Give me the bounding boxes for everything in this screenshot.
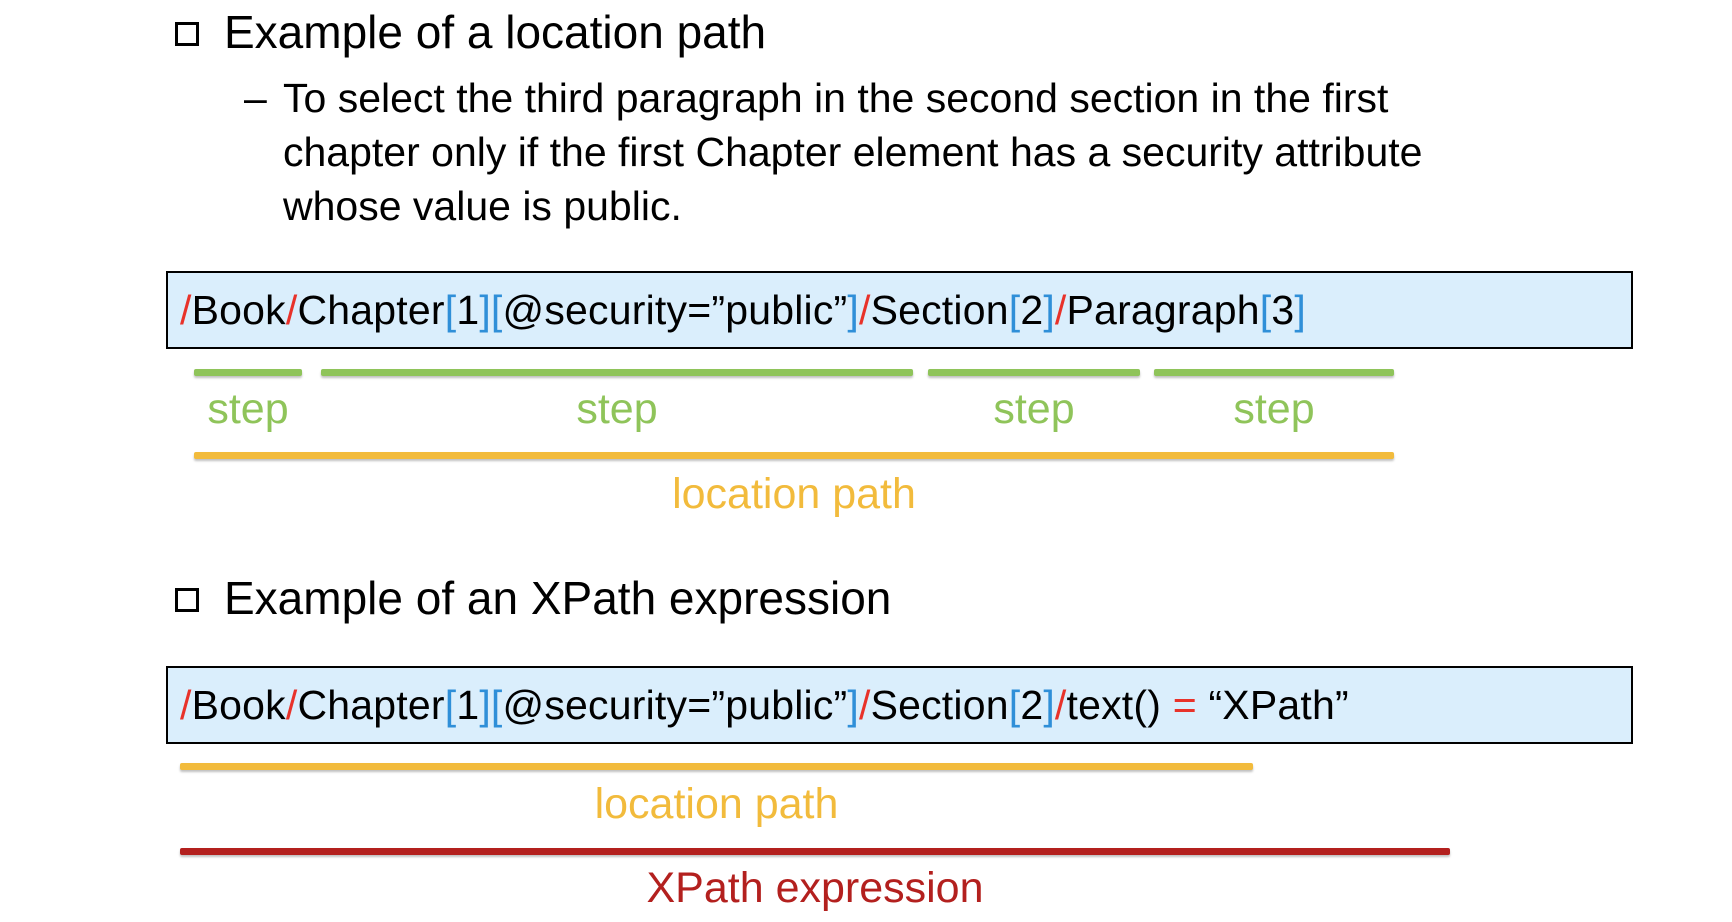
code-segment-name: Paragraph (1066, 287, 1260, 333)
xpath-expression-code-box: /Book/Chapter[1][@security=”public”]/Sec… (166, 666, 1633, 744)
description-line: chapter only if the first Chapter elemen… (283, 129, 1423, 175)
step-label: step (207, 385, 289, 433)
code-segment-name: “XPath” (1196, 682, 1349, 728)
description-dash: – (244, 75, 267, 121)
checkbox-bullet-icon (175, 588, 199, 612)
code-segment-name: Book (191, 287, 286, 333)
code-segment-slash: / (858, 682, 871, 728)
section2-heading: Example of an XPath expression (224, 572, 892, 624)
code-segment-name: Book (191, 682, 286, 728)
code-segment-slash: / (858, 287, 871, 333)
code-segment-name: 1 (456, 682, 480, 728)
location-path-code: /Book/Chapter[1][@security=”public”]/Sec… (180, 286, 1306, 334)
code-segment-bracket: [ (490, 287, 503, 333)
code-segment-name: Chapter (297, 682, 445, 728)
step-label: step (1233, 385, 1315, 433)
code-segment-bracket: [ (1008, 682, 1021, 728)
code-segment-name: Section (870, 682, 1009, 728)
code-segment-slash: / (180, 287, 192, 333)
code-segment-slash: / (285, 682, 298, 728)
code-segment-slash: / (180, 682, 192, 728)
code-segment-name: @security=”public” (502, 287, 848, 333)
code-segment-bracket: [ (1259, 287, 1272, 333)
code-segment-name: @security=”public” (502, 682, 848, 728)
code-segment-bracket: ] (1043, 682, 1055, 728)
code-segment-bracket: [ (1008, 287, 1021, 333)
code-segment-name: 2 (1020, 287, 1044, 333)
location-path-code-box: /Book/Chapter[1][@security=”public”]/Sec… (166, 271, 1633, 349)
description-line: To select the third paragraph in the sec… (283, 75, 1389, 121)
checkbox-bullet-icon (175, 22, 199, 46)
code-segment-name: 2 (1020, 682, 1044, 728)
code-segment-name: Section (870, 287, 1009, 333)
code-segment-bracket: ] (1043, 287, 1055, 333)
code-segment-bracket: ] (479, 682, 491, 728)
code-segment-name: 3 (1271, 287, 1295, 333)
description-line: whose value is public. (283, 183, 682, 229)
code-segment-slash: / (285, 287, 298, 333)
step-bar (928, 369, 1140, 376)
code-segment-bracket: [ (444, 682, 457, 728)
code-segment-bracket: ] (1294, 287, 1306, 333)
step-label: step (993, 385, 1075, 433)
step-bar (1154, 369, 1394, 376)
location-path-bar (180, 763, 1253, 770)
xpath-expression-label: XPath expression (646, 864, 984, 912)
step-bar (194, 369, 302, 376)
code-segment-bracket: [ (444, 287, 457, 333)
code-segment-name: 1 (456, 287, 480, 333)
code-segment-bracket: [ (490, 682, 503, 728)
code-segment-name: Chapter (297, 287, 445, 333)
location-path-label: location path (672, 470, 916, 518)
code-segment-slash: / (1054, 682, 1067, 728)
code-segment-bracket: ] (847, 287, 859, 333)
location-path-bar (194, 452, 1394, 459)
code-segment-name: text() (1066, 682, 1173, 728)
xpath-expression-code: /Book/Chapter[1][@security=”public”]/Sec… (180, 681, 1349, 729)
step-bar (321, 369, 913, 376)
code-segment-slash: = (1172, 682, 1197, 728)
location-path-label: location path (594, 780, 839, 828)
xpath-expression-bar (180, 848, 1450, 855)
code-segment-bracket: ] (479, 287, 491, 333)
section1-heading: Example of a location path (224, 6, 767, 58)
code-segment-bracket: ] (847, 682, 859, 728)
section1-description: To select the third paragraph in the sec… (283, 71, 1422, 233)
code-segment-slash: / (1054, 287, 1067, 333)
step-label: step (576, 385, 658, 433)
